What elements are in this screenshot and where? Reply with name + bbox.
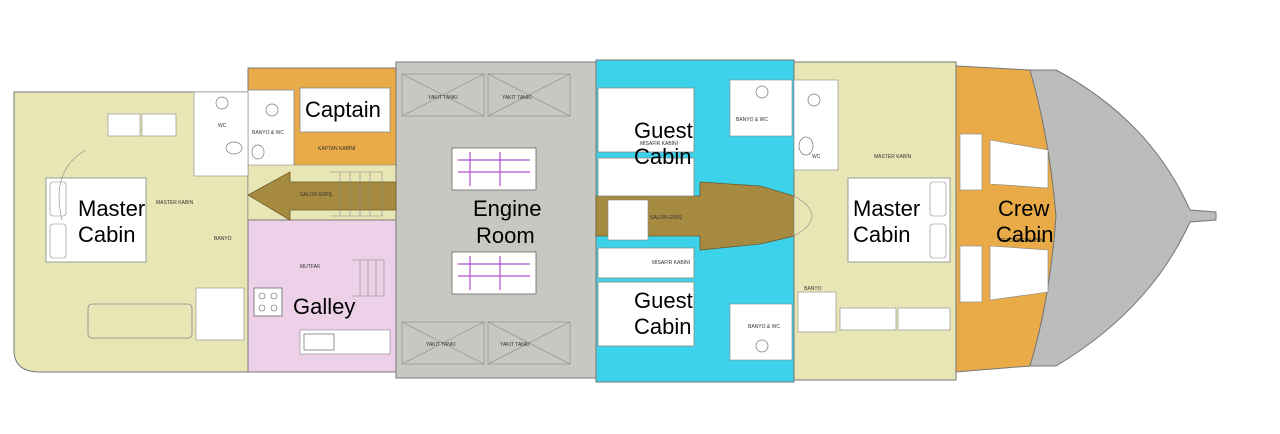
toilet-icon — [225, 141, 243, 155]
fuel-tank-tag: YAKIT TANKI — [500, 342, 530, 348]
guest-top-label: Guest — [634, 118, 693, 143]
stove-icon — [253, 287, 283, 317]
burner — [258, 304, 266, 312]
pillow — [49, 181, 67, 217]
sink-icon — [303, 333, 335, 351]
engine-icon-detail — [458, 256, 530, 290]
aft-shower — [195, 287, 245, 341]
master-fwd-tag: MASTER KABİN — [874, 153, 912, 160]
galley-label: Galley — [293, 294, 355, 319]
crew-bunk — [959, 133, 983, 191]
fuel-tank — [487, 73, 571, 117]
engine-room-label: Room — [476, 223, 535, 248]
guest-top-bath-tag: BANYO & WC — [736, 117, 768, 123]
crew-tag: PERSONEL KABİNİ — [1000, 237, 1045, 244]
fuel-tank-tag: YAKIT TANKI — [428, 95, 458, 101]
master-aft-wc-tag: WC — [218, 123, 227, 129]
fuel-tank — [487, 321, 571, 365]
master-aft-label: Master — [78, 196, 145, 221]
engine-icon — [451, 251, 537, 295]
master-fwd-label: Master — [853, 196, 920, 221]
fuel-tank — [401, 321, 485, 365]
aft-cabin-curve — [58, 149, 87, 221]
fuel-tank-cross — [401, 321, 485, 365]
guest-top-label: Cabin — [634, 144, 691, 169]
crew-bunk — [989, 245, 1049, 301]
captain-label: Captain — [305, 97, 381, 122]
galley-tag: MUTFAK — [300, 264, 321, 270]
guest-top-bed — [597, 87, 695, 153]
captain-bed — [299, 87, 391, 133]
fuel-tank-tag: YAKIT TANKI — [426, 342, 456, 348]
wardrobe — [107, 113, 141, 137]
burner — [270, 292, 278, 300]
guest-bottom-label: Guest — [634, 288, 693, 313]
wardrobe — [897, 307, 951, 331]
engine-room-label: Engine — [473, 196, 542, 221]
sink-icon — [215, 96, 229, 110]
toilet-icon — [251, 144, 265, 160]
guest-bottom-bed-upper — [597, 247, 695, 279]
fuel-tank-cross — [487, 73, 571, 117]
engine-icon — [451, 147, 537, 191]
stair-icon — [330, 171, 383, 217]
corridor-tag: SALON GİRİŞ — [300, 191, 333, 198]
wardrobe — [141, 113, 177, 137]
toilet-icon — [798, 136, 814, 156]
pillow — [929, 223, 947, 259]
master-aft-bath-tag: BANYO — [214, 236, 232, 242]
guest-bottom-bath-tag: BANYO & WC — [748, 324, 780, 330]
crew-label: Crew — [998, 196, 1049, 221]
sofa — [87, 303, 193, 339]
guest-bottom-label: Cabin — [634, 314, 691, 339]
bow-zone — [1029, 69, 1217, 367]
guest-bottom-tag: MİSAFİR KABİNİ — [652, 259, 690, 266]
engine-room-zone[interactable] — [395, 61, 597, 379]
stair-icon — [607, 199, 649, 241]
engine-icon-detail — [458, 152, 530, 186]
crew-bunk — [989, 139, 1049, 189]
captain-tag: KAPTAN KABİNİ — [318, 145, 355, 152]
fuel-tank — [401, 73, 485, 117]
burner — [258, 292, 266, 300]
master-aft-tag: MASTER KABİN — [156, 199, 194, 206]
master-aft-label: Cabin — [78, 222, 135, 247]
fuel-tank-cross — [401, 73, 485, 117]
pillow — [49, 223, 67, 259]
fuel-tank-cross — [487, 321, 571, 365]
fwd-shower — [797, 291, 837, 333]
sink-icon — [807, 93, 821, 107]
wardrobe — [839, 307, 897, 331]
sink-icon — [265, 103, 279, 117]
master-fwd-wc-tag: WC — [812, 154, 821, 160]
corridor-bulb — [793, 195, 813, 237]
master-fwd-label: Cabin — [853, 222, 910, 247]
sink-icon — [755, 339, 769, 353]
guest-top-bed-lower — [597, 157, 695, 197]
crew-bunk — [959, 245, 983, 303]
master-fwd-bath-tag: BANYO — [804, 286, 822, 292]
captain-bath-tag: BANYO & WC — [252, 130, 284, 136]
crew-label: Cabin — [996, 222, 1053, 247]
corridor-tag: SALON GİRİŞ — [650, 214, 683, 221]
pillow — [929, 181, 947, 217]
burner — [270, 304, 278, 312]
guest-bottom-bed — [597, 281, 695, 347]
sink-icon — [755, 85, 769, 99]
fuel-tank-tag: YAKIT TANKI — [502, 95, 532, 101]
corridor-arrow-aft — [247, 171, 397, 221]
stair-icon — [352, 259, 385, 297]
guest-top-tag: MİSAFİR KABİNİ — [640, 140, 678, 147]
